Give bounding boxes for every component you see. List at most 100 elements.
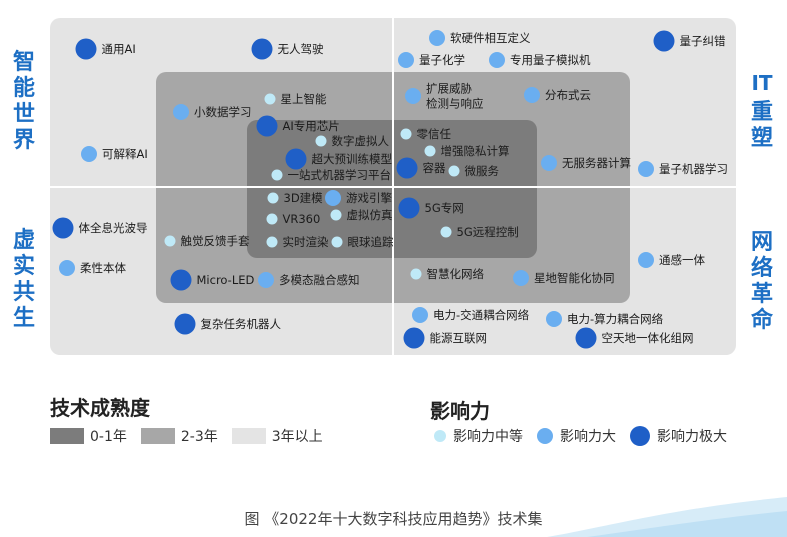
tech-label: 体全息光波导 xyxy=(79,221,148,235)
tech-label: VR360 xyxy=(283,212,321,226)
tech-node: 微服务 xyxy=(448,164,500,178)
impact-large-dot xyxy=(258,272,274,288)
impact-very-large-dot xyxy=(75,38,97,60)
impact-large-dot xyxy=(429,30,445,46)
quadrant-label-network-revolution: 网络革命 xyxy=(750,230,773,333)
impact-legend-title: 影响力 xyxy=(430,399,490,423)
impact-large-dot xyxy=(59,260,75,276)
tech-label: 智慧化网络 xyxy=(427,267,485,281)
tech-label: 零信任 xyxy=(417,127,452,141)
tech-node: 软硬件相互定义 xyxy=(429,30,531,46)
tech-node: 电力-算力耦合网络 xyxy=(546,311,664,327)
impact-large-dot xyxy=(638,161,654,177)
impact-legend: 影响力中等 影响力大 影响力极大 xyxy=(434,426,741,446)
tech-node: 专用量子模拟机 xyxy=(489,52,591,68)
maturity-swatch xyxy=(50,428,84,444)
impact-medium-dot xyxy=(264,93,276,105)
tech-node: 小数据学习 xyxy=(173,104,252,120)
tech-label: 实时渲染 xyxy=(283,235,329,249)
tech-label: 游戏引擎 xyxy=(346,191,392,205)
tech-node: Micro-LED xyxy=(170,269,255,291)
impact-large-dot xyxy=(405,88,421,104)
tech-label: 通感一体 xyxy=(659,253,705,267)
maturity-legend: 0-1年 2-3年 3年以上 xyxy=(50,426,337,446)
tech-node: 体全息光波导 xyxy=(52,217,148,239)
tech-node: 实时渲染 xyxy=(266,235,329,249)
impact-large-dot xyxy=(513,270,529,286)
tech-label: 5G远程控制 xyxy=(457,225,519,239)
impact-medium-dot xyxy=(424,145,436,157)
tech-node: 量子机器学习 xyxy=(638,161,728,177)
tech-node: 超大预训练模型 xyxy=(285,148,392,170)
impact-large-dot xyxy=(412,307,428,323)
impact-very-large-dot xyxy=(170,269,192,291)
maturity-legend-title: 技术成熟度 xyxy=(50,396,150,420)
tech-label: 一站式机器学习平台 xyxy=(288,168,392,182)
tech-label: Micro-LED xyxy=(197,273,255,287)
tech-node: 量子纠错 xyxy=(653,30,726,52)
impact-medium-dot xyxy=(164,235,176,247)
maturity-legend-item: 2-3年 xyxy=(140,426,218,446)
impact-large-dot xyxy=(173,104,189,120)
tech-label: 5G专网 xyxy=(425,201,464,215)
impact-medium-dot xyxy=(330,209,342,221)
impact-medium-dot xyxy=(266,213,278,225)
tech-label: 复杂任务机器人 xyxy=(201,317,282,331)
tech-label: 柔性本体 xyxy=(80,261,126,275)
tech-node: 虚拟仿真 xyxy=(330,208,393,222)
impact-large-dot xyxy=(546,311,562,327)
tech-label: 无人驾驶 xyxy=(278,42,324,56)
impact-very-large-dot xyxy=(575,327,597,349)
tech-node: 多模态融合感知 xyxy=(258,272,360,288)
impact-medium-dot xyxy=(271,169,283,181)
impact-medium-dot xyxy=(400,128,412,140)
maturity-legend-item: 0-1年 xyxy=(50,426,127,446)
tech-node: 5G专网 xyxy=(398,197,464,219)
tech-node: 可解释AI xyxy=(81,146,148,162)
quadrant-label-intelligent-world: 智能世界 xyxy=(12,50,35,153)
impact-very-large-dot xyxy=(396,157,418,179)
tech-node: 电力-交通耦合网络 xyxy=(412,307,530,323)
tech-label: 星地智能化协同 xyxy=(534,271,615,285)
tech-node: 空天地一体化组网 xyxy=(575,327,694,349)
impact-large-dot xyxy=(541,155,557,171)
impact-large-dot xyxy=(489,52,505,68)
tech-label: 星上智能 xyxy=(281,92,327,106)
tech-node: AI专用芯片 xyxy=(256,115,340,137)
maturity-swatch xyxy=(231,428,266,444)
tech-label: 微服务 xyxy=(465,164,500,178)
tech-label: 虚拟仿真 xyxy=(347,208,393,222)
tech-label: 无服务器计算 xyxy=(562,156,631,170)
tech-node: 容器 xyxy=(396,157,446,179)
impact-very-large-dot xyxy=(174,313,196,335)
impact-medium-dot xyxy=(410,268,422,280)
impact-medium-dot xyxy=(448,165,460,177)
tech-node: 增强隐私计算 xyxy=(424,144,510,158)
impact-large-dot xyxy=(537,428,553,444)
impact-medium-dot xyxy=(434,430,446,442)
tech-node: 智慧化网络 xyxy=(410,267,485,281)
impact-legend-item: 影响力大 xyxy=(537,426,616,446)
tech-label: 扩展威胁 xyxy=(426,82,472,96)
figure-caption: 图 《2022年十大数字科技应用趋势》技术集 xyxy=(244,510,543,528)
tech-node: 通感一体 xyxy=(638,252,705,268)
tech-node: 眼球追踪 xyxy=(331,235,394,249)
impact-large-dot xyxy=(638,252,654,268)
impact-medium-dot xyxy=(267,192,279,204)
tech-label: 量子化学 xyxy=(419,53,465,67)
tech-node: 3D建模 xyxy=(267,191,323,205)
tech-label: 容器 xyxy=(423,161,446,175)
tech-label: 通用AI xyxy=(102,42,136,56)
maturity-legend-item: 3年以上 xyxy=(231,426,323,446)
impact-very-large-dot xyxy=(398,197,420,219)
tech-node: 无人驾驶 xyxy=(251,38,324,60)
tech-node: 一站式机器学习平台 xyxy=(271,168,392,182)
tech-node: VR360 xyxy=(266,212,321,226)
tech-node: 零信任 xyxy=(400,127,452,141)
tech-node: 数字虚拟人 xyxy=(315,134,389,148)
tech-label: 分布式云 xyxy=(545,88,591,102)
